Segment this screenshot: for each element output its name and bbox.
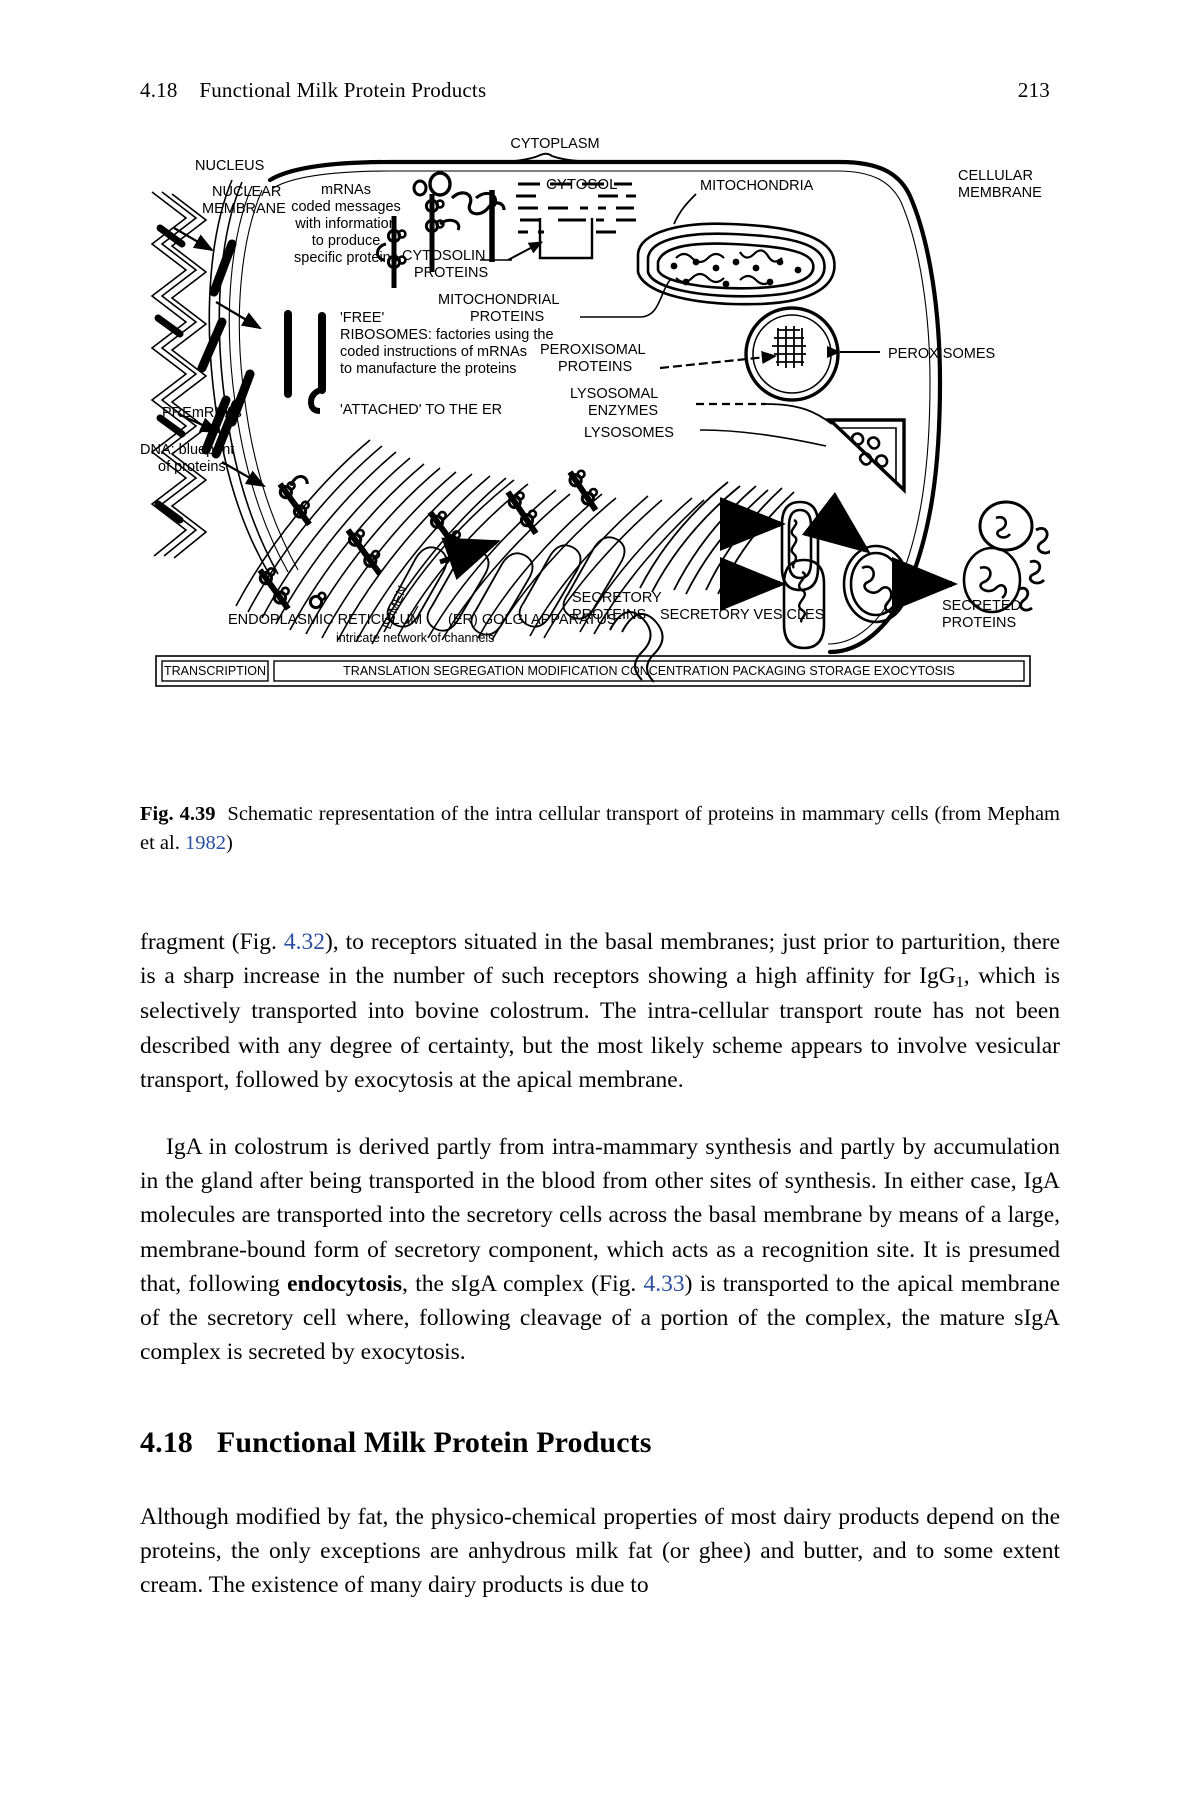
label-secreted-2: PROTEINS [942,615,1016,631]
label-mitochondrial-proteins-1: MITOCHONDRIAL [438,292,559,308]
label-dna-1: DNA: blueprint [140,442,234,458]
p1-subscript: 1 [955,974,964,992]
label-mitochondria: MITOCHONDRIA [700,178,814,194]
label-lysosomal-enzymes-2: ENZYMES [588,403,658,419]
label-ribosomes-2: coded instructions of mRNAs [340,344,527,360]
figure-diagram: CYTOPLASM NUCLEUS NUCLEAR MEMBRANE CELLU… [140,132,1050,692]
label-nuclear-membrane-1: NUCLEAR [212,184,281,200]
label-secretory-proteins-2: PROTEINS [572,607,646,623]
p1-lead: fragment (Fig. [140,929,284,955]
section-heading-4-18: 4.18 Functional Milk Protein Products [140,1426,1060,1460]
label-endoplasmic-reticulum: ENDOPLASMIC RETICULUM [228,612,422,628]
figure-4-39: CYTOPLASM NUCLEUS NUCLEAR MEMBRANE CELLU… [140,132,1050,692]
section-paragraph-text: Although modified by fat, the physico-ch… [140,1504,1060,1599]
figure-caption-tail: ) [225,832,233,855]
label-mrnas-1: mRNAs [321,182,371,198]
section-paragraph: Although modified by fat, the physico-ch… [140,1500,1060,1603]
p1-figure-ref[interactable]: 4.32 [283,929,325,955]
body-paragraph-2: IgA in colostrum is derived partly from … [140,1130,1060,1369]
p1-tail: , which is selectively transported into … [140,963,1060,1093]
label-secreted-1: SECRETED [942,598,1021,614]
figure-caption-label: Fig. 4.39 [140,803,216,825]
section-number: 4.18 [140,1426,193,1459]
label-nuclear-membrane-2: MEMBRANE [202,201,286,217]
label-cellular-membrane-2: MEMBRANE [958,185,1042,201]
label-ribosomes-3: to manufacture the proteins [340,361,517,377]
label-dna-2: of proteins [158,459,226,475]
p2-mid: , the sIgA complex (Fig. [402,1270,644,1297]
label-cytosolin-1: CYTOSOLIN [402,248,486,264]
label-mrnas-5: specific proteins [294,250,398,266]
figure-caption: Fig. 4.39 Schematic representation of th… [140,800,1060,858]
running-head-section: 4.18 Functional Milk Protein Products [140,78,487,102]
label-attached-to-er: 'ATTACHED' TO THE ER [340,402,502,418]
label-cytoplasm: CYTOPLASM [510,136,599,152]
process-stages: TRANSLATION SEGREGATION MODIFICATION CON… [343,664,955,678]
label-lysosomal-enzymes-1: LYSOSOMAL [570,386,658,402]
figure-caption-text: Schematic representation of the intra ce… [140,803,1060,855]
running-head: 4.18 Functional Milk Protein Products 21… [140,78,1050,103]
label-peroxisomal-proteins-2: PROTEINS [558,359,632,375]
process-transcription: TRANSCRIPTION [164,664,266,678]
label-peroxisomal-proteins-1: PEROXISOMAL [540,342,646,358]
label-free: 'FREE' [340,310,384,326]
p2-bold-term: endocytosis [287,1270,403,1297]
label-nucleus: NUCLEUS [195,158,264,174]
label-mrnas-3: with information [294,216,397,232]
label-mitochondrial-proteins-2: PROTEINS [470,309,544,325]
label-premrnas: PREmRNAs [162,405,242,421]
page-number: 213 [1017,78,1050,102]
label-secretory-vesicles: SECRETORY VESICLES [660,607,824,623]
label-mrnas-2: coded messages [291,199,401,215]
label-mrnas-4: to produce [312,233,381,249]
p2-tail: ) is transported to the apical membrane … [140,1270,1060,1366]
label-ribosomes-1: RIBOSOMES: factories using the [340,327,554,343]
p1-mid: ), to receptors situated in the basal me… [140,929,1061,990]
body-paragraph-1: fragment (Fig. 4.32), to receptors situa… [140,925,1060,1097]
label-peroxisomes: PEROXISOMES [888,346,995,362]
label-intricate: intricate network of channels [336,631,494,645]
p2-figure-ref[interactable]: 4.33 [643,1270,685,1297]
p2-lead: IgA in colostrum is derived partly from … [140,1134,1060,1297]
figure-caption-year: 1982 [184,832,226,855]
label-secretory-proteins-1: SECRETORY [572,590,662,606]
section-title: Functional Milk Protein Products [216,1426,652,1459]
label-lysosomes: LYSOSOMES [584,425,674,441]
label-cytosol: CYTOSOL [546,176,617,193]
label-cellular-membrane-1: CELLULAR [958,168,1033,184]
label-er-golgi: (ER) GOLGI APPARATUS [448,612,617,628]
label-cytosolin-2: PROTEINS [414,265,488,281]
